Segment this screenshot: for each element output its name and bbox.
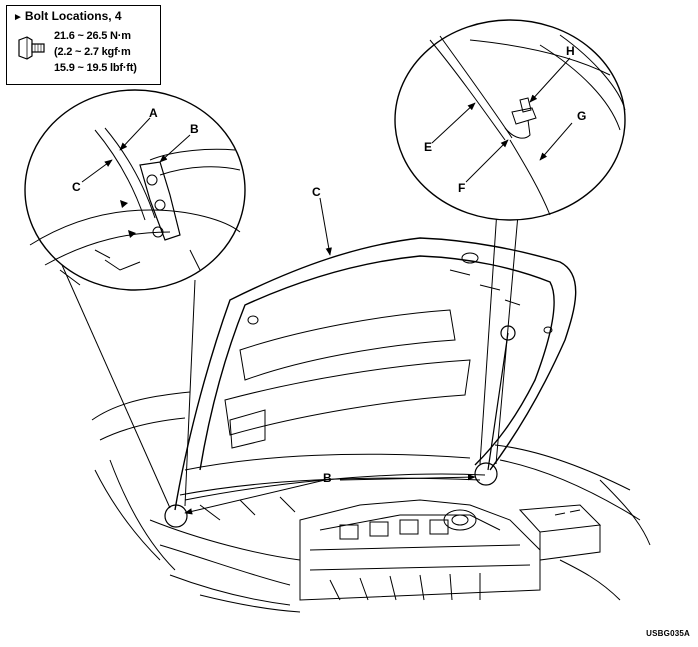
detail-circle-support [394, 19, 626, 221]
callout-leaders [81, 57, 573, 515]
callout-c-detail: C [72, 180, 81, 194]
hood-panel [174, 237, 577, 511]
hinge-markers [164, 325, 516, 528]
detail-circle-hinge [24, 89, 246, 291]
figure-code: USBG035A [646, 629, 690, 638]
torque-lbf: 15.9 ~ 19.5 lbf·ft) [54, 62, 137, 74]
torque-nm: 21.6 ~ 26.5 N·m [54, 30, 131, 42]
callout-g: G [577, 109, 587, 123]
callout-a: A [149, 106, 158, 120]
bolt-locations-label: Bolt Locations, 4 [24, 9, 122, 23]
callout-e: E [424, 140, 433, 154]
callout-b-hinges: B [323, 471, 332, 485]
callout-f: F [458, 181, 466, 195]
torque-legend: ►Bolt Locations, 4 21.6 ~ 26.5 N·m (2.2 … [6, 5, 161, 85]
legend-title: ►Bolt Locations, 4 [13, 9, 122, 23]
torque-kgf: (2.2 ~ 2.7 kgf·m [54, 46, 131, 58]
vehicle-body [91, 391, 651, 613]
callout-b-detail: B [190, 122, 199, 136]
pointer-arrow-icon: ► [13, 12, 23, 23]
callout-h: H [566, 44, 575, 58]
callout-c-hood: C [312, 185, 321, 199]
detail-leader-lines [61, 191, 521, 509]
bolt-icon [18, 36, 45, 60]
